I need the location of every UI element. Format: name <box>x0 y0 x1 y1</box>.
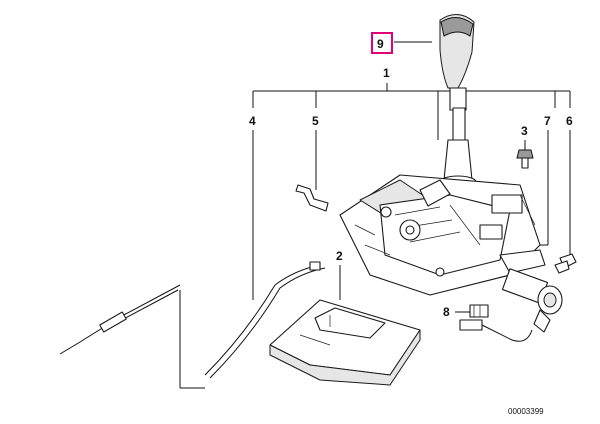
callout-5: 5 <box>312 114 319 128</box>
clip <box>295 184 329 212</box>
cover <box>269 299 421 386</box>
wiring-harness <box>459 304 533 342</box>
callout-3: 3 <box>521 124 528 138</box>
callout-8: 8 <box>443 305 450 319</box>
bolt <box>516 149 534 169</box>
callout-7: 7 <box>544 114 551 128</box>
callout-6: 6 <box>566 114 573 128</box>
callout-1: 1 <box>383 66 390 80</box>
callout-2: 2 <box>336 249 343 263</box>
shift-knob <box>439 14 475 111</box>
selector-cable <box>59 261 326 379</box>
callout-9: 9 <box>377 37 384 51</box>
callout-4: 4 <box>249 114 256 128</box>
highlight-box <box>371 32 393 54</box>
solenoid <box>501 260 570 333</box>
reference-number: 00003399 <box>508 407 544 416</box>
shift-lever <box>439 107 477 189</box>
selector-housing <box>339 174 546 296</box>
